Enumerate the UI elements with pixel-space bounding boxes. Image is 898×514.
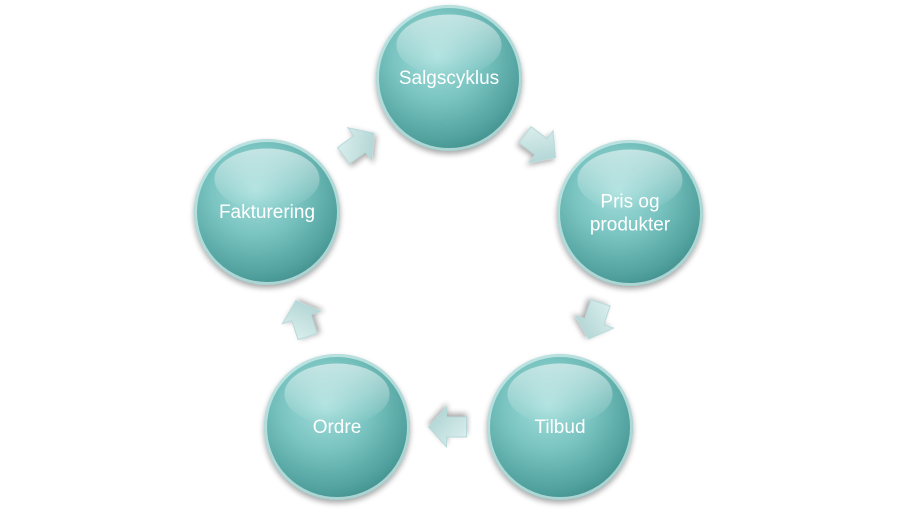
node-label: produkter: [590, 215, 671, 236]
arrow-shape: [518, 126, 557, 164]
node-rim: [194, 139, 340, 285]
arrow-shape: [427, 405, 467, 449]
node-label: Ordre: [313, 417, 362, 438]
node-tilbud: Tilbud: [487, 354, 633, 500]
cycle-arrow: [281, 299, 322, 341]
node-label: Tilbud: [534, 417, 585, 438]
arrow-shape: [574, 299, 615, 340]
node-rim: [557, 140, 703, 286]
node-ordre: Ordre: [264, 354, 410, 500]
cycle-arrow: [574, 299, 615, 340]
node-label: Salgscyklus: [399, 68, 499, 89]
arrows-layer: [281, 126, 615, 449]
node-label: Fakturering: [219, 202, 315, 223]
node-salgscyklus: Salgscyklus: [376, 5, 522, 151]
node-gloss: [396, 14, 502, 76]
cycle-arrow: [427, 405, 467, 449]
node-gloss: [507, 363, 613, 425]
cycle-arrow: [336, 126, 375, 165]
node-gloss: [577, 149, 683, 211]
node-gloss: [284, 363, 390, 425]
node-fakturering: Fakturering: [194, 139, 340, 285]
arrow-shape: [281, 299, 322, 341]
node-rim: [264, 354, 410, 500]
node-label: Pris og: [600, 192, 659, 213]
arrow-shape: [336, 126, 375, 165]
node-rim: [487, 354, 633, 500]
node-rim: [376, 5, 522, 151]
node-gloss: [214, 148, 320, 210]
cycle-arrow: [518, 126, 557, 164]
